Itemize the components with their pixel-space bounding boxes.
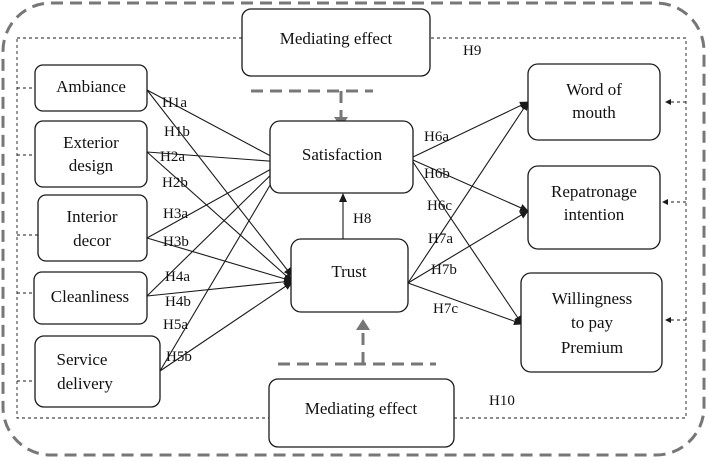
label-h7c: H7c (433, 301, 458, 317)
mediating-bottom-arrowhead (356, 319, 370, 330)
inner-dashed-frame (16, 37, 687, 419)
label-h7b: H7b (431, 262, 457, 278)
svg-text:Word of: Word of (566, 80, 622, 99)
path-h5a (159, 164, 283, 372)
construct-ambiance: Ambiance (34, 64, 148, 112)
path-h6b (412, 159, 529, 212)
svg-text:mouth: mouth (572, 103, 616, 122)
svg-text:Interior: Interior (67, 207, 118, 226)
label-h4a: H4a (165, 269, 190, 285)
construct-cleanliness: Cleanliness (33, 271, 148, 325)
path-h2b (146, 151, 293, 282)
label-h4b: H4b (165, 294, 191, 310)
svg-text:Willingness: Willingness (552, 289, 633, 308)
path-h7a (407, 101, 529, 284)
svg-text:Mediating effect: Mediating effect (280, 29, 393, 48)
svg-text:to pay: to pay (571, 313, 614, 332)
mediating-top-bracket (251, 89, 373, 120)
svg-text:intention: intention (564, 205, 625, 224)
svg-text:Mediating effect: Mediating effect (305, 399, 418, 418)
left-dashed-connectors (17, 87, 38, 382)
path-h6a (412, 101, 529, 158)
label-h1b: H1b (164, 124, 190, 140)
label-h8: H8 (353, 211, 371, 227)
svg-text:design: design (69, 156, 114, 175)
svg-text:Premium: Premium (561, 338, 623, 357)
svg-text:Satisfaction: Satisfaction (302, 145, 383, 164)
label-h6c: H6c (427, 198, 452, 214)
path-h3b (146, 237, 293, 283)
mediating-effect-top-box: Mediating effect (241, 8, 431, 77)
construct-interior-decor: Interior decor (37, 194, 148, 262)
label-h5b: H5b (166, 349, 192, 365)
structural-paths (146, 89, 529, 372)
construct-willingness-to-pay-premium: Willingness to pay Premium (520, 272, 663, 373)
path-h7c (407, 282, 523, 326)
path-h6c (412, 161, 523, 325)
label-h2a: H2a (160, 149, 185, 165)
construct-repatronage-intention: Repatronage intention (527, 165, 661, 250)
construct-word-of-mouth: Word of mouth (527, 63, 661, 141)
construct-satisfaction: Satisfaction (269, 120, 414, 194)
label-h7a: H7a (428, 231, 453, 247)
svg-text:Service: Service (57, 350, 108, 369)
svg-text:delivery: delivery (57, 374, 113, 393)
construct-trust: Trust (290, 238, 409, 313)
path-h5b (159, 281, 293, 372)
label-h6a: H6a (424, 129, 449, 145)
label-h9: H9 (463, 43, 481, 59)
path-h4a (146, 163, 283, 297)
svg-text:Ambiance: Ambiance (56, 77, 126, 96)
construct-exterior-design: Exterior design (34, 120, 148, 188)
svg-text:Cleanliness: Cleanliness (51, 287, 129, 306)
path-h1a (146, 89, 283, 163)
svg-text:Trust: Trust (331, 262, 367, 281)
path-h3a (146, 162, 283, 239)
mediating-effect-bottom-box: Mediating effect (268, 378, 455, 448)
svg-text:Exterior: Exterior (63, 133, 119, 152)
mediating-bottom-bracket (278, 325, 436, 366)
hypothesis-labels: H1a H1b H2a H2b H3a H3b H4a H4b H5a H5b … (160, 43, 515, 409)
label-h5a: H5a (163, 317, 188, 333)
path-h4b (146, 277, 293, 297)
construct-service-delivery: Service delivery (34, 335, 161, 408)
label-h10: H10 (489, 393, 515, 409)
label-h3a: H3a (163, 206, 188, 222)
svg-text:decor: decor (73, 231, 111, 250)
label-h1a: H1a (162, 95, 187, 111)
path-h2a (146, 151, 283, 166)
path-h1b (146, 89, 293, 277)
svg-text:Repatronage: Repatronage (551, 182, 637, 201)
label-h3b: H3b (163, 234, 189, 250)
label-h6b: H6b (424, 166, 450, 182)
label-h2b: H2b (162, 175, 188, 191)
path-h7b (407, 210, 529, 284)
right-dashed-connectors (662, 99, 686, 323)
